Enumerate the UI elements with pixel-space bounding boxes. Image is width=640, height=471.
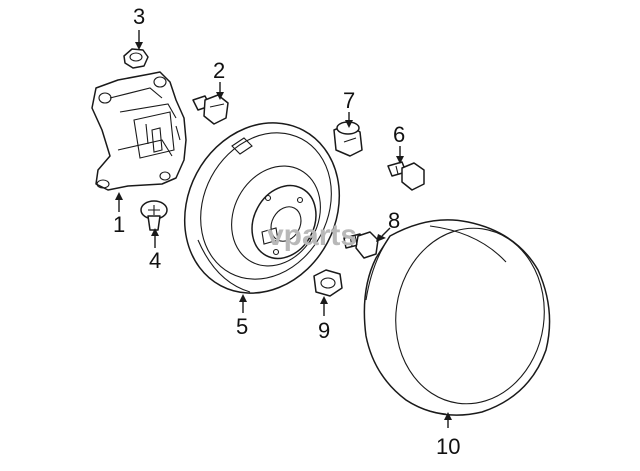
part-9-nut[interactable]: [313, 269, 343, 297]
callout-10: 10: [436, 434, 460, 459]
part-5-carrier-plate[interactable]: [155, 96, 368, 321]
callout-4: 4: [149, 248, 161, 273]
callout-8: 8: [388, 208, 400, 233]
part-6-bolt[interactable]: [387, 161, 425, 191]
part-2-bolt[interactable]: [192, 94, 229, 125]
watermark-logo-text: vparts: [267, 219, 357, 252]
callout-3: 3: [133, 4, 145, 29]
leader-lines: [115, 30, 452, 428]
callout-1: 1: [113, 212, 125, 237]
part-4-bolt[interactable]: [140, 200, 168, 231]
callout-5: 5: [236, 314, 248, 339]
callout-9: 9: [318, 318, 330, 343]
callout-7: 7: [343, 88, 355, 113]
callout-2: 2: [213, 58, 225, 83]
part-7-spacer[interactable]: [333, 121, 363, 157]
part-10-tire-cover[interactable]: [363, 219, 555, 416]
part-8-bolt[interactable]: [343, 231, 379, 259]
callout-6: 6: [393, 122, 405, 147]
part-1-bracket[interactable]: [91, 71, 187, 191]
part-3-nut[interactable]: [123, 48, 149, 69]
